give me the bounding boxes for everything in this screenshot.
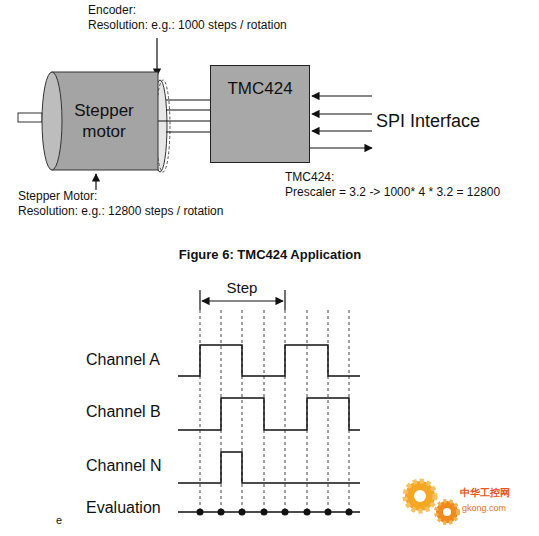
watermark-gears [405, 481, 458, 523]
node-label: TMC424 [223, 78, 296, 99]
waveforms [178, 345, 360, 512]
watermark: 中华工控网 [460, 487, 510, 499]
callout-text: Resolution: e.g.: 1000 steps / rotation [88, 19, 287, 33]
stray-mark: e [56, 514, 62, 527]
signal-name: Evaluation [86, 499, 161, 517]
callout-title: TMC424: [285, 171, 334, 185]
callout-text: Resolution: e.g.: 12800 steps / rotation [18, 205, 223, 219]
channel-b-wave [178, 398, 360, 430]
motor-cylinder: Stepper motor [42, 72, 158, 170]
interface-label: SPI Interface [376, 111, 480, 132]
encoder-leader [156, 38, 157, 76]
evaluation-dots [197, 509, 353, 516]
callout-title: Encoder: [88, 4, 136, 18]
callout-text: Prescaler = 3.2 -> 1000* 4 * 3.2 = 12800 [285, 186, 500, 200]
callout-title: Stepper Motor: [18, 190, 97, 204]
channel-a-wave [178, 345, 360, 376]
signal-name: Channel B [86, 403, 161, 421]
motor-leader [95, 174, 96, 190]
timing-grid [200, 310, 349, 512]
controller-box: TMC424 [210, 65, 310, 163]
encoder-wires [166, 100, 210, 132]
evaluation-line [178, 511, 360, 513]
encoder-wire [158, 120, 210, 121]
motor-shaft [18, 113, 42, 122]
spi-lines [310, 96, 372, 148]
figure-caption: Figure 6: TMC424 Application [179, 248, 361, 263]
step-label: Step [227, 279, 258, 296]
signal-name: Channel N [86, 457, 162, 475]
node-label: Stepper motor [42, 100, 158, 143]
channel-n-wave [178, 452, 360, 483]
watermark: gkong.com [462, 503, 506, 513]
cylinder-outline [42, 72, 158, 170]
signal-name: Channel A [86, 351, 160, 369]
